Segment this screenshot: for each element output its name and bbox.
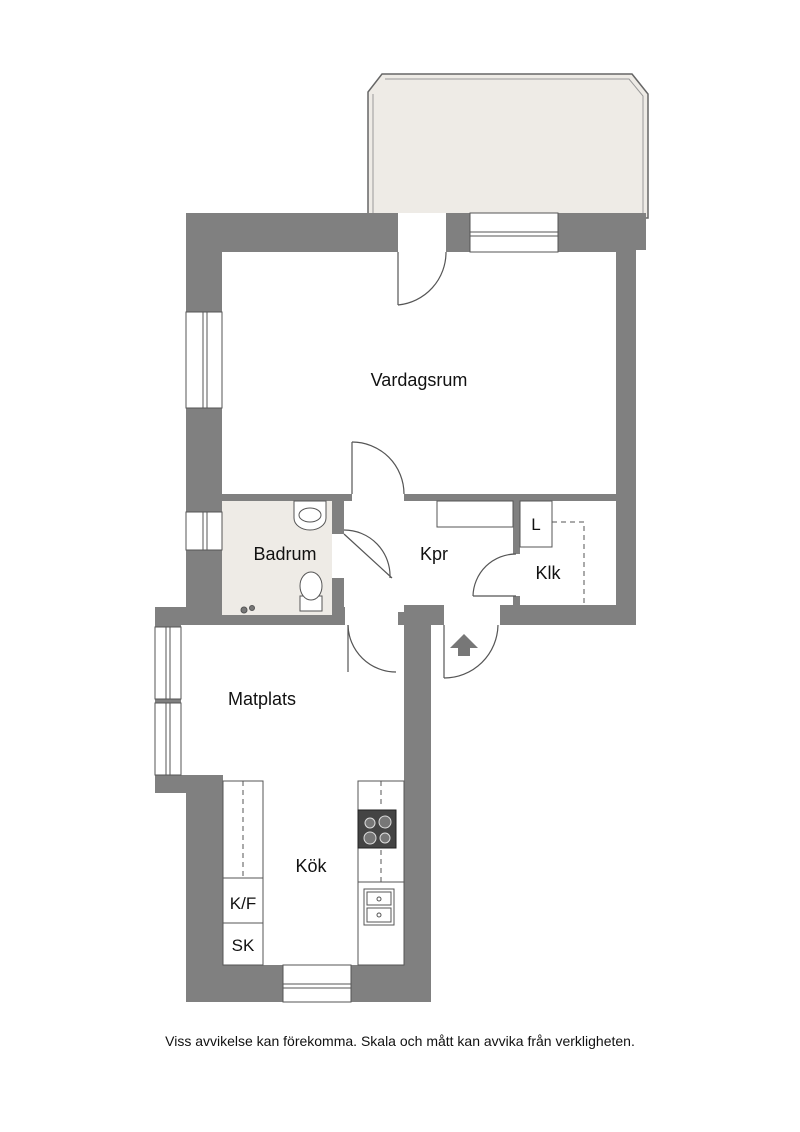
balcony — [367, 73, 649, 219]
room-label-badrum: Badrum — [253, 544, 316, 564]
sink-icon — [363, 888, 395, 926]
room-label-matplats: Matplats — [228, 689, 296, 709]
washbasin-icon — [293, 500, 327, 531]
hall-fixtures — [436, 500, 585, 605]
fixture-label-cabinet: SK — [232, 936, 255, 955]
room-label-klk: Klk — [535, 563, 561, 583]
disclaimer-text: Viss avvikelse kan förekomma. Skala och … — [165, 1033, 635, 1049]
room-label-kpr: Kpr — [420, 544, 448, 564]
stove-icon — [357, 809, 397, 849]
fixture-label-linen: L — [531, 515, 540, 534]
room-label-vardagsrum: Vardagsrum — [371, 370, 468, 390]
fixture-label-fridge-freezer: K/F — [230, 894, 256, 913]
floor-drain-icon — [240, 605, 255, 614]
toilet-icon — [299, 571, 323, 612]
doors — [332, 213, 520, 679]
windows — [154, 212, 559, 1003]
entrance-arrow-icon — [450, 634, 478, 656]
room-label-kok: Kök — [295, 856, 327, 876]
bathroom-fixtures — [240, 500, 327, 614]
kitchen-fixtures — [222, 780, 405, 966]
